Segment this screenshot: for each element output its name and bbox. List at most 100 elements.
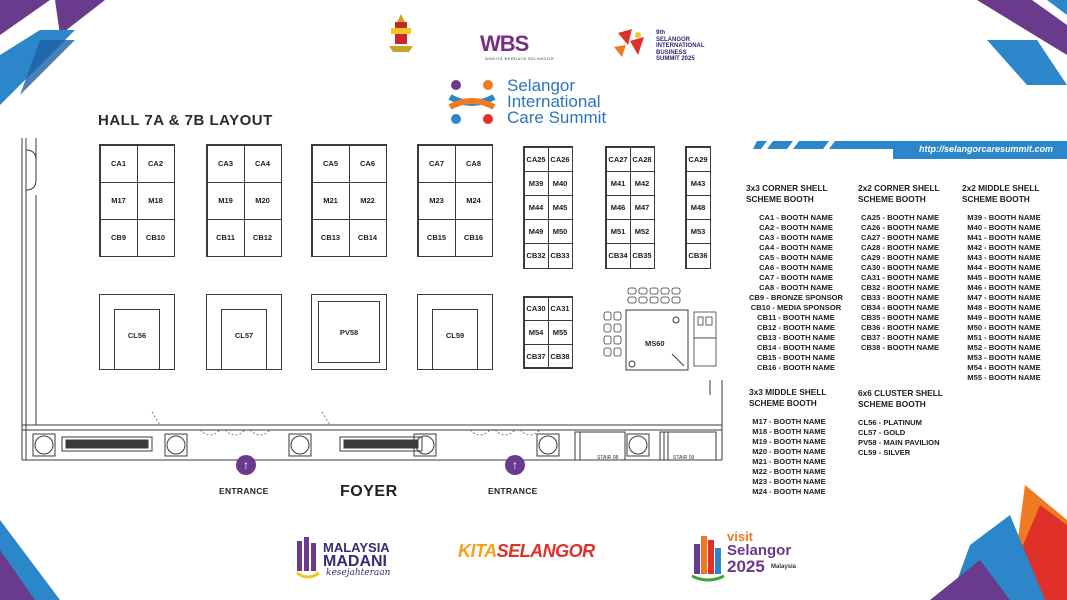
entrance-right-label: ENTRANCE [488, 486, 538, 496]
booth-m54[interactable]: M54 [523, 320, 549, 345]
booth-block-6: CA27 CA28 M41 M42 M46 M47 M51 M52 CB34 C… [605, 146, 655, 269]
booth-ca5[interactable]: CA5 [311, 144, 350, 183]
kita-selangor-logo: KITASELANGOR [458, 541, 595, 562]
booth-cl59[interactable]: CL59 [417, 294, 493, 370]
legend-2x2-corner-heading-1: 2x2 CORNER SHELL [858, 183, 940, 193]
booth-m44[interactable]: M44 [523, 194, 549, 221]
legend-item: CL57 - GOLD [858, 428, 906, 437]
legend-item: M17 - BOOTH NAME [752, 417, 826, 426]
booth-cb13[interactable]: CB13 [311, 218, 350, 257]
booth-m50[interactable]: M50 [547, 219, 573, 245]
booth-m45[interactable]: M45 [547, 194, 573, 221]
booth-ca3[interactable]: CA3 [206, 144, 245, 183]
legend-item: M23 - BOOTH NAME [752, 477, 826, 486]
booth-m46[interactable]: M46 [605, 194, 631, 221]
booth-ca1[interactable]: CA1 [99, 144, 138, 183]
booth-cl57[interactable]: CL57 [206, 294, 282, 370]
booth-ca31[interactable]: CA31 [547, 296, 573, 322]
legend-item: M49 - BOOTH NAME [967, 313, 1041, 322]
legend-item: CA28 - BOOTH NAME [860, 243, 940, 252]
booth-ca27[interactable]: CA27 [605, 146, 631, 172]
booth-cb35[interactable]: CB35 [629, 243, 655, 269]
booth-m48[interactable]: M48 [685, 194, 711, 221]
legend-item: M41 - BOOTH NAME [967, 233, 1041, 242]
booth-m52[interactable]: M52 [629, 219, 655, 245]
entrance-left-arrow-icon: ↑ [236, 455, 256, 475]
legend-item: M21 - BOOTH NAME [752, 457, 826, 466]
booth-cb9[interactable]: CB9 [99, 218, 138, 257]
foyer-label: FOYER [340, 483, 398, 500]
kita-text: KITA [458, 541, 497, 561]
booth-m43[interactable]: M43 [685, 170, 711, 196]
booth-cb11[interactable]: CB11 [206, 218, 245, 257]
sibs-logo: 9th SELANGOR INTERNATIONAL BUSINESS SUMM… [656, 30, 705, 62]
booth-cb34[interactable]: CB34 [605, 243, 631, 269]
legend-item: M22 - BOOTH NAME [752, 467, 826, 476]
legend-item: M54 - BOOTH NAME [967, 363, 1041, 372]
booth-cl56[interactable]: CL56 [99, 294, 175, 370]
booth-ca6[interactable]: CA6 [348, 144, 387, 183]
legend-item: CB37 - BOOTH NAME [860, 333, 940, 342]
legend-item: M50 - BOOTH NAME [967, 323, 1041, 332]
booth-cb33[interactable]: CB33 [547, 243, 573, 269]
booth-ca28[interactable]: CA28 [629, 146, 655, 172]
booth-cb36[interactable]: CB36 [685, 243, 711, 269]
legend-3x3-middle-heading-2: SCHEME BOOTH [749, 398, 817, 408]
website-url-link[interactable]: http://selangorcaresummit.com [918, 144, 1053, 154]
booth-block-5: CA25 CA26 M39 M40 M44 M45 M49 M50 CB32 C… [523, 146, 573, 269]
booth-m40[interactable]: M40 [547, 170, 573, 196]
booth-cb12[interactable]: CB12 [243, 218, 282, 257]
legend-2x2-middle-heading-1: 2x2 MIDDLE SHELL [962, 183, 1040, 193]
booth-cb38[interactable]: CB38 [547, 343, 573, 369]
legend-item: CB33 - BOOTH NAME [860, 293, 940, 302]
booth-m22[interactable]: M22 [348, 181, 387, 220]
legend-item: M42 - BOOTH NAME [967, 243, 1041, 252]
booth-cb37[interactable]: CB37 [523, 343, 549, 369]
hall-layout-title: HALL 7A & 7B LAYOUT [98, 112, 273, 129]
booth-ca25[interactable]: CA25 [523, 146, 549, 172]
booth-cb15[interactable]: CB15 [417, 218, 456, 257]
booth-cb32[interactable]: CB32 [523, 243, 549, 269]
booth-m20[interactable]: M20 [243, 181, 282, 220]
legend-item: M51 - BOOTH NAME [967, 333, 1041, 342]
legend-item: CB38 - BOOTH NAME [860, 343, 940, 352]
legend-3x3-corner: 3x3 CORNER SHELL SCHEME BOOTH CA1 - BOOT… [746, 183, 846, 373]
booth-cb14[interactable]: CB14 [348, 218, 387, 257]
booth-ms60-area [603, 287, 717, 371]
visit-selangor-text: Selangor [727, 542, 792, 559]
booth-m49[interactable]: M49 [523, 219, 549, 245]
booth-cb16[interactable]: CB16 [454, 218, 493, 257]
booth-m53[interactable]: M53 [685, 219, 711, 245]
booth-cb10[interactable]: CB10 [136, 218, 175, 257]
booth-ca8[interactable]: CA8 [454, 144, 493, 183]
legend-item: CA27 - BOOTH NAME [860, 233, 940, 242]
booth-cl59-label: CL59 [445, 331, 465, 341]
booth-ca26[interactable]: CA26 [547, 146, 573, 172]
legend-item: CB34 - BOOTH NAME [860, 303, 940, 312]
legend-item: CA4 - BOOTH NAME [759, 243, 833, 252]
legend-item: M52 - BOOTH NAME [967, 343, 1041, 352]
booth-m23[interactable]: M23 [417, 181, 456, 220]
legend-item: M55 - BOOTH NAME [967, 373, 1041, 382]
booth-m17[interactable]: M17 [99, 181, 138, 220]
booth-m39[interactable]: M39 [523, 170, 549, 196]
booth-m42[interactable]: M42 [629, 170, 655, 196]
booth-m24[interactable]: M24 [454, 181, 493, 220]
booth-ca29[interactable]: CA29 [685, 146, 711, 172]
booth-m47[interactable]: M47 [629, 194, 655, 221]
booth-m51[interactable]: M51 [605, 219, 631, 245]
booth-ca4[interactable]: CA4 [243, 144, 282, 183]
booth-m18[interactable]: M18 [136, 181, 175, 220]
booth-m21[interactable]: M21 [311, 181, 350, 220]
booth-m19[interactable]: M19 [206, 181, 245, 220]
booth-m41[interactable]: M41 [605, 170, 631, 196]
care-summit-logo-mark [448, 80, 496, 124]
booth-ca2[interactable]: CA2 [136, 144, 175, 183]
booth-m55[interactable]: M55 [547, 320, 573, 345]
booth-ms60-label[interactable]: MS60 [645, 339, 665, 348]
booth-ca7[interactable]: CA7 [417, 144, 456, 183]
booth-block-7: CA29 M43 M48 M53 CB36 [685, 146, 711, 269]
care-summit-logo-line1: Selangor [507, 76, 576, 95]
booth-ca30[interactable]: CA30 [523, 296, 549, 322]
booth-pv58[interactable]: PV58 [311, 294, 387, 370]
